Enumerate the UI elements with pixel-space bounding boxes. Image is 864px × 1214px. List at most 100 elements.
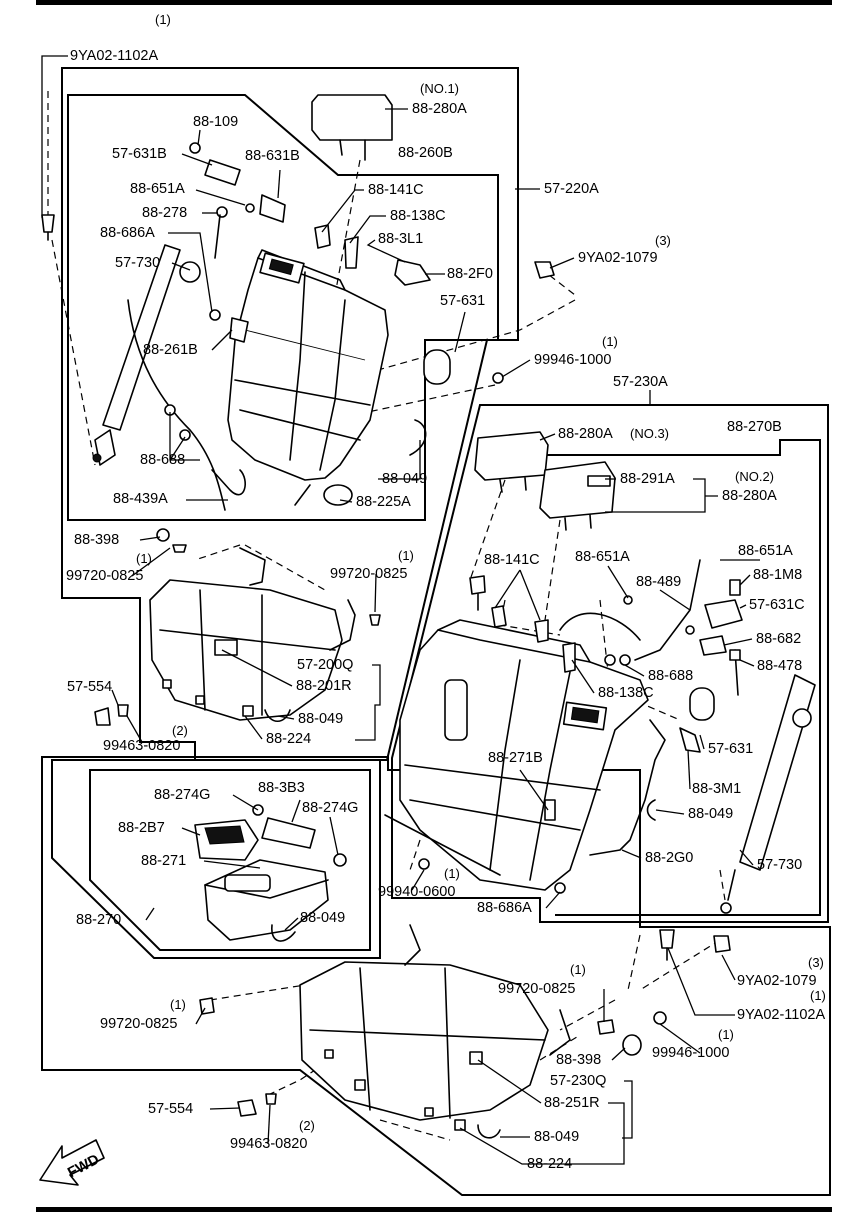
part-label: 88-686A xyxy=(477,900,532,916)
part-label: 9YA02-1079 xyxy=(578,250,658,266)
part-label: 9YA02-1079 xyxy=(737,973,817,989)
fwd-arrow: FWD xyxy=(39,1139,105,1186)
part-label: 99720-0825 xyxy=(66,568,143,584)
part-label: 88-271B xyxy=(488,750,543,766)
part-label: 57-631B xyxy=(112,146,167,162)
part-label: (1) xyxy=(718,1027,734,1042)
part-label: 88-201R xyxy=(296,678,352,694)
part-label: 99720-0825 xyxy=(330,566,407,582)
part-label: 88-049 xyxy=(300,910,345,926)
part-label: 99946-1000 xyxy=(652,1045,729,1061)
part-label: 88-270 xyxy=(76,912,121,928)
part-label: 88-3M1 xyxy=(692,781,741,797)
part-label: (1) xyxy=(170,997,186,1012)
part-label: 88-049 xyxy=(688,806,733,822)
part-label: (1) xyxy=(570,962,586,977)
part-label: 57-554 xyxy=(67,679,112,695)
part-label: 88-439A xyxy=(113,491,168,507)
part-labels: (1)9YA02-1102A(NO.1)88-280A88-10988-260B… xyxy=(66,12,826,1172)
part-label: (NO.1) xyxy=(420,81,459,96)
part-label: 88-3B3 xyxy=(258,780,305,796)
part-label: 88-280A xyxy=(558,426,613,442)
part-label: 88-280A xyxy=(722,488,777,504)
top-rule xyxy=(36,0,832,5)
part-label: 88-271 xyxy=(141,853,186,869)
part-label: (NO.2) xyxy=(735,469,774,484)
part-label: 88-141C xyxy=(484,552,540,568)
part-label: (2) xyxy=(299,1118,315,1133)
part-label: 88-1M8 xyxy=(753,567,802,583)
part-label: 57-730 xyxy=(757,857,802,873)
part-label: 88-274G xyxy=(302,800,358,816)
part-label: 88-651A xyxy=(130,181,185,197)
part-label: 57-220A xyxy=(544,181,599,197)
part-label: (2) xyxy=(172,723,188,738)
part-label: 9YA02-1102A xyxy=(737,1007,825,1023)
part-label: 88-489 xyxy=(636,574,681,590)
part-label: 88-141C xyxy=(368,182,424,198)
part-label: 88-224 xyxy=(527,1156,572,1172)
part-label: (NO.3) xyxy=(630,426,669,441)
part-label: 57-631C xyxy=(749,597,805,613)
part-label: 99946-1000 xyxy=(534,352,611,368)
leader-lines xyxy=(41,55,760,1165)
part-label: 57-200Q xyxy=(297,657,353,673)
part-label: 88-049 xyxy=(534,1129,579,1145)
part-label: (3) xyxy=(808,955,824,970)
part-label: 99940-0600 xyxy=(378,884,455,900)
part-label: 57-631 xyxy=(708,741,753,757)
part-label: (1) xyxy=(155,12,171,27)
part-label: 88-278 xyxy=(142,205,187,221)
group-boxes xyxy=(41,67,831,1196)
part-label: 57-730 xyxy=(115,255,160,271)
seat-back-left xyxy=(41,94,555,511)
part-label: 88-225A xyxy=(356,494,411,510)
seat-cushion-bottom xyxy=(199,924,731,1139)
part-label: 88-251R xyxy=(544,1095,600,1111)
part-label: 88-049 xyxy=(298,711,343,727)
part-label: 99720-0825 xyxy=(100,1016,177,1032)
part-label: 88-651A xyxy=(738,543,793,559)
part-label: 88-224 xyxy=(266,731,311,747)
part-label: (1) xyxy=(136,551,152,566)
part-label: 57-554 xyxy=(148,1101,193,1117)
part-label: 88-688 xyxy=(648,668,693,684)
part-label: 88-478 xyxy=(757,658,802,674)
part-label: 99720-0825 xyxy=(498,981,575,997)
part-label: 88-270B xyxy=(727,419,782,435)
part-label: 88-274G xyxy=(154,787,210,803)
part-label: 88-651A xyxy=(575,549,630,565)
part-label: 88-291A xyxy=(620,471,675,487)
part-label: 9YA02-1102A xyxy=(70,48,158,64)
part-label: 88-2F0 xyxy=(447,266,493,282)
part-label: 88-398 xyxy=(74,532,119,548)
part-label: 88-260B xyxy=(398,145,453,161)
part-label: (1) xyxy=(398,548,414,563)
part-label: 88-2B7 xyxy=(118,820,165,836)
part-label: 88-049 xyxy=(382,471,427,487)
part-label: 88-398 xyxy=(556,1052,601,1068)
part-label: 88-688 xyxy=(140,452,185,468)
part-label: (3) xyxy=(655,233,671,248)
part-label: 88-261B xyxy=(143,342,198,358)
seat-back-right xyxy=(384,431,816,914)
part-label: 99463-0820 xyxy=(230,1136,307,1152)
part-label: 99463-0820 xyxy=(103,738,180,754)
armrest xyxy=(194,804,347,942)
part-label: (1) xyxy=(810,988,826,1003)
part-label: 57-631 xyxy=(440,293,485,309)
seat-cushion-left xyxy=(94,528,381,726)
part-label: 88-3L1 xyxy=(378,231,423,247)
part-label: 88-280A xyxy=(412,101,467,117)
part-label: (1) xyxy=(602,334,618,349)
part-label: (1) xyxy=(444,866,460,881)
part-label: 88-631B xyxy=(245,148,300,164)
part-label: 57-230Q xyxy=(550,1073,606,1089)
part-label: 88-682 xyxy=(756,631,801,647)
part-label: 88-2G0 xyxy=(645,850,693,866)
part-label: 88-686A xyxy=(100,225,155,241)
part-label: 88-138C xyxy=(390,208,446,224)
bottom-rule xyxy=(36,1207,832,1212)
part-label: 88-109 xyxy=(193,114,238,130)
